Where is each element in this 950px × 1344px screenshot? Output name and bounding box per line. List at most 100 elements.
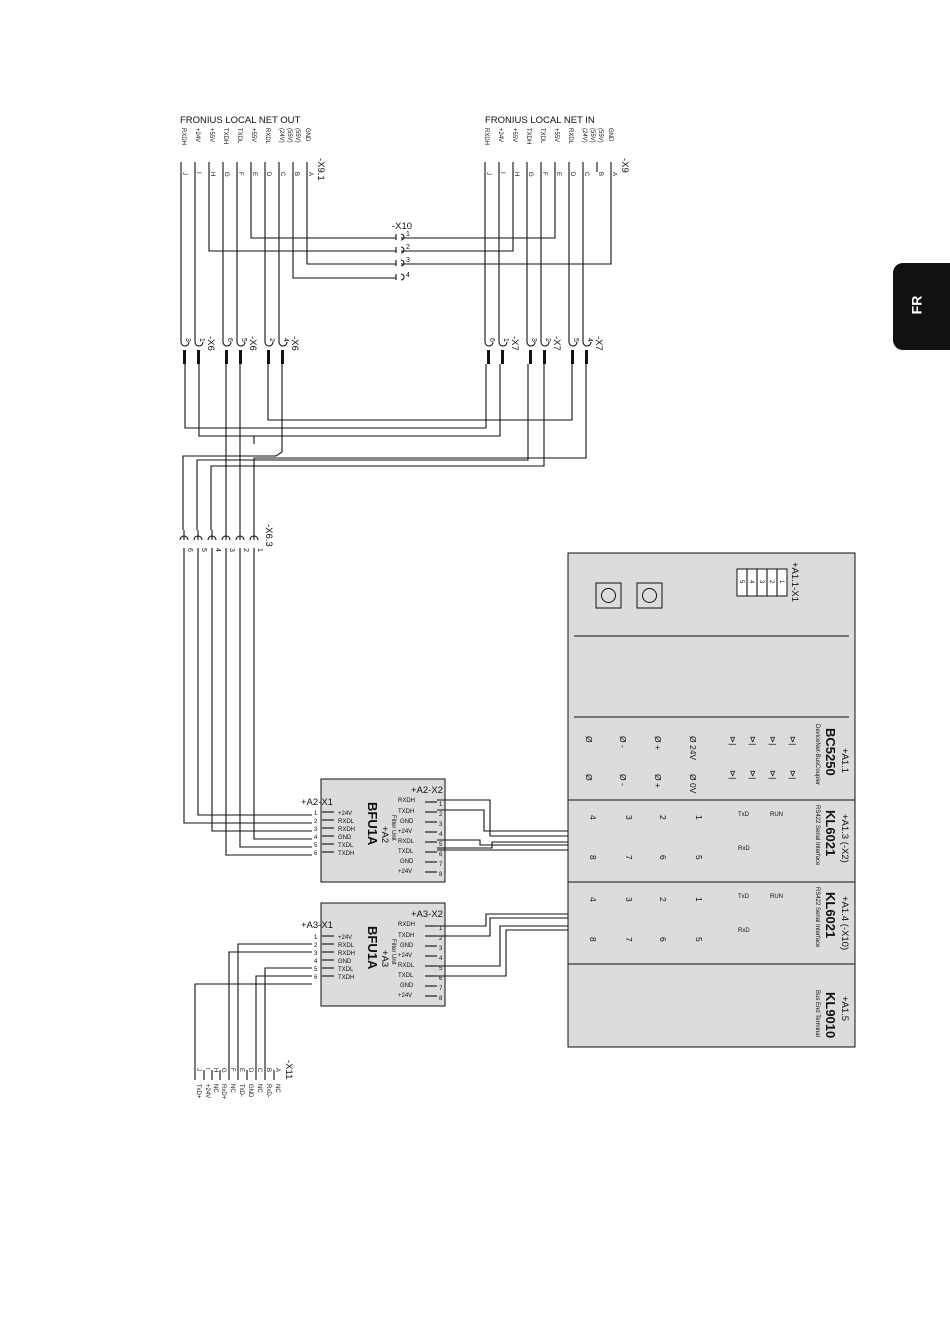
svg-text:2: 2 [658, 815, 668, 820]
x6-x7-plugs: 3 1 6 5 2 4 6 1 3 2 5 4 -X6 -X6 -X6 -X7 … [180, 336, 604, 364]
svg-text:I: I [499, 172, 505, 174]
svg-text:3: 3 [758, 580, 764, 584]
svg-text:GND: GND [338, 835, 352, 841]
x11-connector: J I H G F E D C B A TxD+ +24V NC RxD+ NC… [194, 1060, 294, 1100]
svg-text:+24V: +24V [204, 1084, 210, 1098]
svg-text:Filter Unit: Filter Unit [390, 939, 396, 965]
svg-text:+55V: +55V [250, 128, 256, 142]
svg-text:RxD: RxD [738, 846, 750, 852]
svg-text:-X6.3: -X6.3 [263, 524, 274, 547]
svg-text:2: 2 [242, 548, 249, 552]
in-signal-labels: RXDH +24V +55V TXDH TXDL +55V RXDL (24V)… [483, 128, 613, 145]
svg-text:8: 8 [439, 996, 443, 1002]
svg-text:-X6: -X6 [205, 336, 216, 351]
svg-text:+A3-X2: +A3-X2 [411, 909, 443, 920]
svg-text:NC: NC [274, 1084, 280, 1093]
svg-text:TxD: TxD [738, 894, 750, 900]
svg-text:Ø +: Ø + [653, 736, 663, 750]
out-signal-labels: RXDH +24V +55V TXDH TXDL +55V RXDL (24V)… [180, 128, 310, 145]
svg-text:1: 1 [256, 548, 263, 552]
svg-text:3: 3 [314, 951, 318, 957]
svg-text:4: 4 [406, 272, 410, 279]
svg-text:C: C [279, 172, 285, 177]
svg-text:RXDL: RXDL [338, 819, 355, 825]
svg-text:+A3: +A3 [379, 950, 390, 967]
svg-text:5: 5 [738, 580, 744, 584]
svg-text:2: 2 [439, 812, 443, 818]
svg-text:1: 1 [314, 935, 318, 941]
svg-text:⊳|: ⊳| [748, 736, 758, 745]
svg-text:4: 4 [314, 959, 318, 965]
svg-text:TxD: TxD [738, 812, 750, 818]
svg-text:KL6021: KL6021 [823, 810, 838, 856]
out-connector-pins: J I H G F E D C B A -X9.1 [180, 158, 326, 181]
svg-text:D: D [569, 172, 575, 177]
svg-text:KL9010: KL9010 [823, 992, 838, 1038]
svg-text:3: 3 [530, 338, 537, 342]
svg-text:6: 6 [658, 855, 668, 860]
svg-text:TXDL: TXDL [539, 128, 545, 144]
svg-text:8: 8 [588, 937, 598, 942]
svg-text:+24V: +24V [398, 953, 412, 959]
svg-text:5: 5 [572, 338, 579, 342]
svg-text:4: 4 [748, 580, 754, 584]
svg-text:I: I [204, 1068, 210, 1070]
svg-text:A: A [611, 172, 617, 176]
svg-text:DeviceNet-BusCoupler: DeviceNet-BusCoupler [814, 724, 820, 785]
svg-text:GND: GND [400, 943, 414, 949]
svg-text:-X6: -X6 [289, 336, 300, 351]
svg-text:TXDL: TXDL [236, 128, 242, 144]
svg-text:⊳|: ⊳| [768, 736, 778, 745]
x10-label: -X10 [392, 221, 412, 232]
wires-top [180, 172, 612, 342]
svg-text:BFU1A: BFU1A [365, 926, 380, 970]
svg-text:A: A [274, 1068, 280, 1072]
svg-text:RXDL: RXDL [398, 963, 415, 969]
svg-text:RS422 Serial Interface: RS422 Serial Interface [814, 887, 820, 948]
svg-text:TXDH: TXDH [338, 975, 354, 981]
svg-text:2: 2 [268, 338, 275, 342]
svg-text:4: 4 [282, 338, 289, 342]
svg-text:2: 2 [314, 819, 318, 825]
svg-text:I: I [195, 172, 201, 174]
svg-text:Ø 24V: Ø 24V [688, 736, 698, 760]
svg-text:5: 5 [314, 967, 318, 973]
svg-text:D: D [265, 172, 271, 177]
svg-text:4: 4 [588, 897, 598, 902]
svg-text:1: 1 [778, 580, 784, 584]
svg-text:+24V: +24V [338, 935, 352, 941]
svg-text:Ø +: Ø + [653, 774, 663, 788]
svg-text:+24V: +24V [398, 993, 412, 999]
bfu-a3: +A3-X1 +A3-X2 +A3 BFU1A Filter Unit +24V… [301, 902, 446, 1007]
svg-text:8: 8 [588, 855, 598, 860]
svg-text:6: 6 [186, 548, 193, 552]
svg-text:F: F [229, 1068, 235, 1072]
svg-text:4: 4 [214, 548, 221, 552]
svg-text:Ø: Ø [584, 774, 594, 781]
svg-text:1: 1 [694, 897, 704, 902]
svg-text:Bus End Terminal: Bus End Terminal [814, 990, 820, 1037]
svg-text:GND: GND [400, 983, 414, 989]
svg-text:4: 4 [314, 835, 318, 841]
language-tab[interactable]: FR [893, 263, 950, 350]
svg-text:E: E [555, 172, 561, 176]
svg-text:TXDL: TXDL [338, 967, 354, 973]
svg-text:Ø 0V: Ø 0V [688, 774, 698, 794]
svg-text:1: 1 [314, 811, 318, 817]
svg-text:RXDH: RXDH [338, 827, 355, 833]
svg-text:GND: GND [247, 1084, 253, 1098]
plc-button-2 [636, 582, 663, 609]
svg-text:7: 7 [624, 855, 634, 860]
svg-text:⊳|: ⊳| [728, 770, 738, 779]
svg-text:+A1.1: +A1.1 [839, 748, 850, 773]
svg-text:RXDL: RXDL [398, 839, 415, 845]
svg-text:3: 3 [228, 548, 235, 552]
svg-text:6: 6 [439, 976, 443, 982]
svg-text:-X7: -X7 [593, 336, 604, 351]
x10-connector-symbols [395, 233, 405, 281]
svg-text:RXDH: RXDH [483, 128, 489, 145]
svg-text:3: 3 [406, 257, 410, 264]
bfu-a2: +A2-X1 +A2-X2 +A2 BFU1A Filter Unit +24V… [301, 778, 446, 883]
svg-text:+A3-X1: +A3-X1 [301, 920, 333, 931]
svg-text:⊳|: ⊳| [728, 736, 738, 745]
